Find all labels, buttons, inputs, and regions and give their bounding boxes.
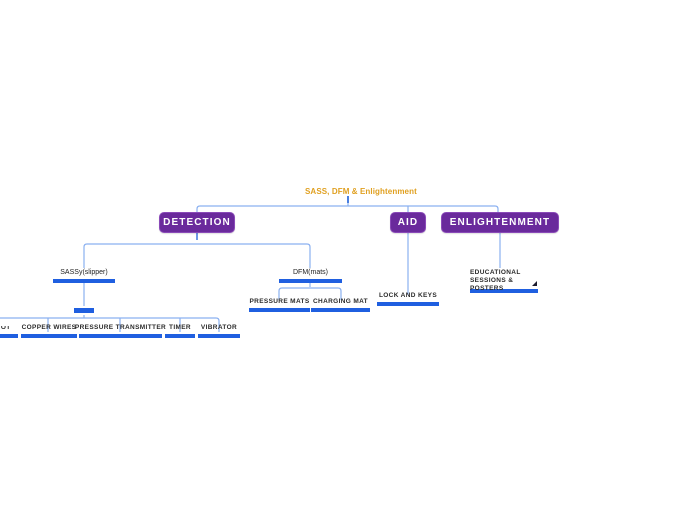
node-pivot[interactable]: PIVOT — [0, 326, 18, 338]
node-lock-and-keys[interactable]: LOCK AND KEYS — [377, 292, 439, 306]
node-pressure-transmitter[interactable]: PRESSURE TRANSMITTER — [75, 324, 166, 338]
node-charging-mat[interactable]: CHARGING MAT — [311, 298, 370, 312]
resize-grip-icon[interactable] — [532, 281, 537, 286]
root-node[interactable]: SASS, DFM & Enlightenment — [305, 187, 417, 196]
node-educational-sessions-posters[interactable]: EDUCATIONAL SESSIONS & POSTERS — [470, 269, 538, 293]
branch-node-enlightenment[interactable]: ENLIGHTENMENT — [441, 212, 559, 233]
node-educational-sessions-label: EDUCATIONAL SESSIONS & POSTERS — [470, 269, 521, 292]
node-sassy-slipper[interactable]: SASSy(slipper) — [53, 269, 115, 283]
node-dfm-mats[interactable]: DFM(mats) — [279, 269, 342, 283]
branch-node-aid[interactable]: AID — [390, 212, 426, 233]
branch-node-detection[interactable]: DETECTION — [159, 212, 235, 233]
node-pressure-mats[interactable]: PRESSURE MATS — [249, 298, 310, 312]
node-copper-wires[interactable]: COPPER WIRES — [21, 324, 77, 338]
node-vibrator[interactable]: VIBRATOR — [198, 324, 240, 338]
node-sassy-junction[interactable] — [74, 305, 94, 313]
node-timer[interactable]: TIMER — [165, 324, 195, 338]
